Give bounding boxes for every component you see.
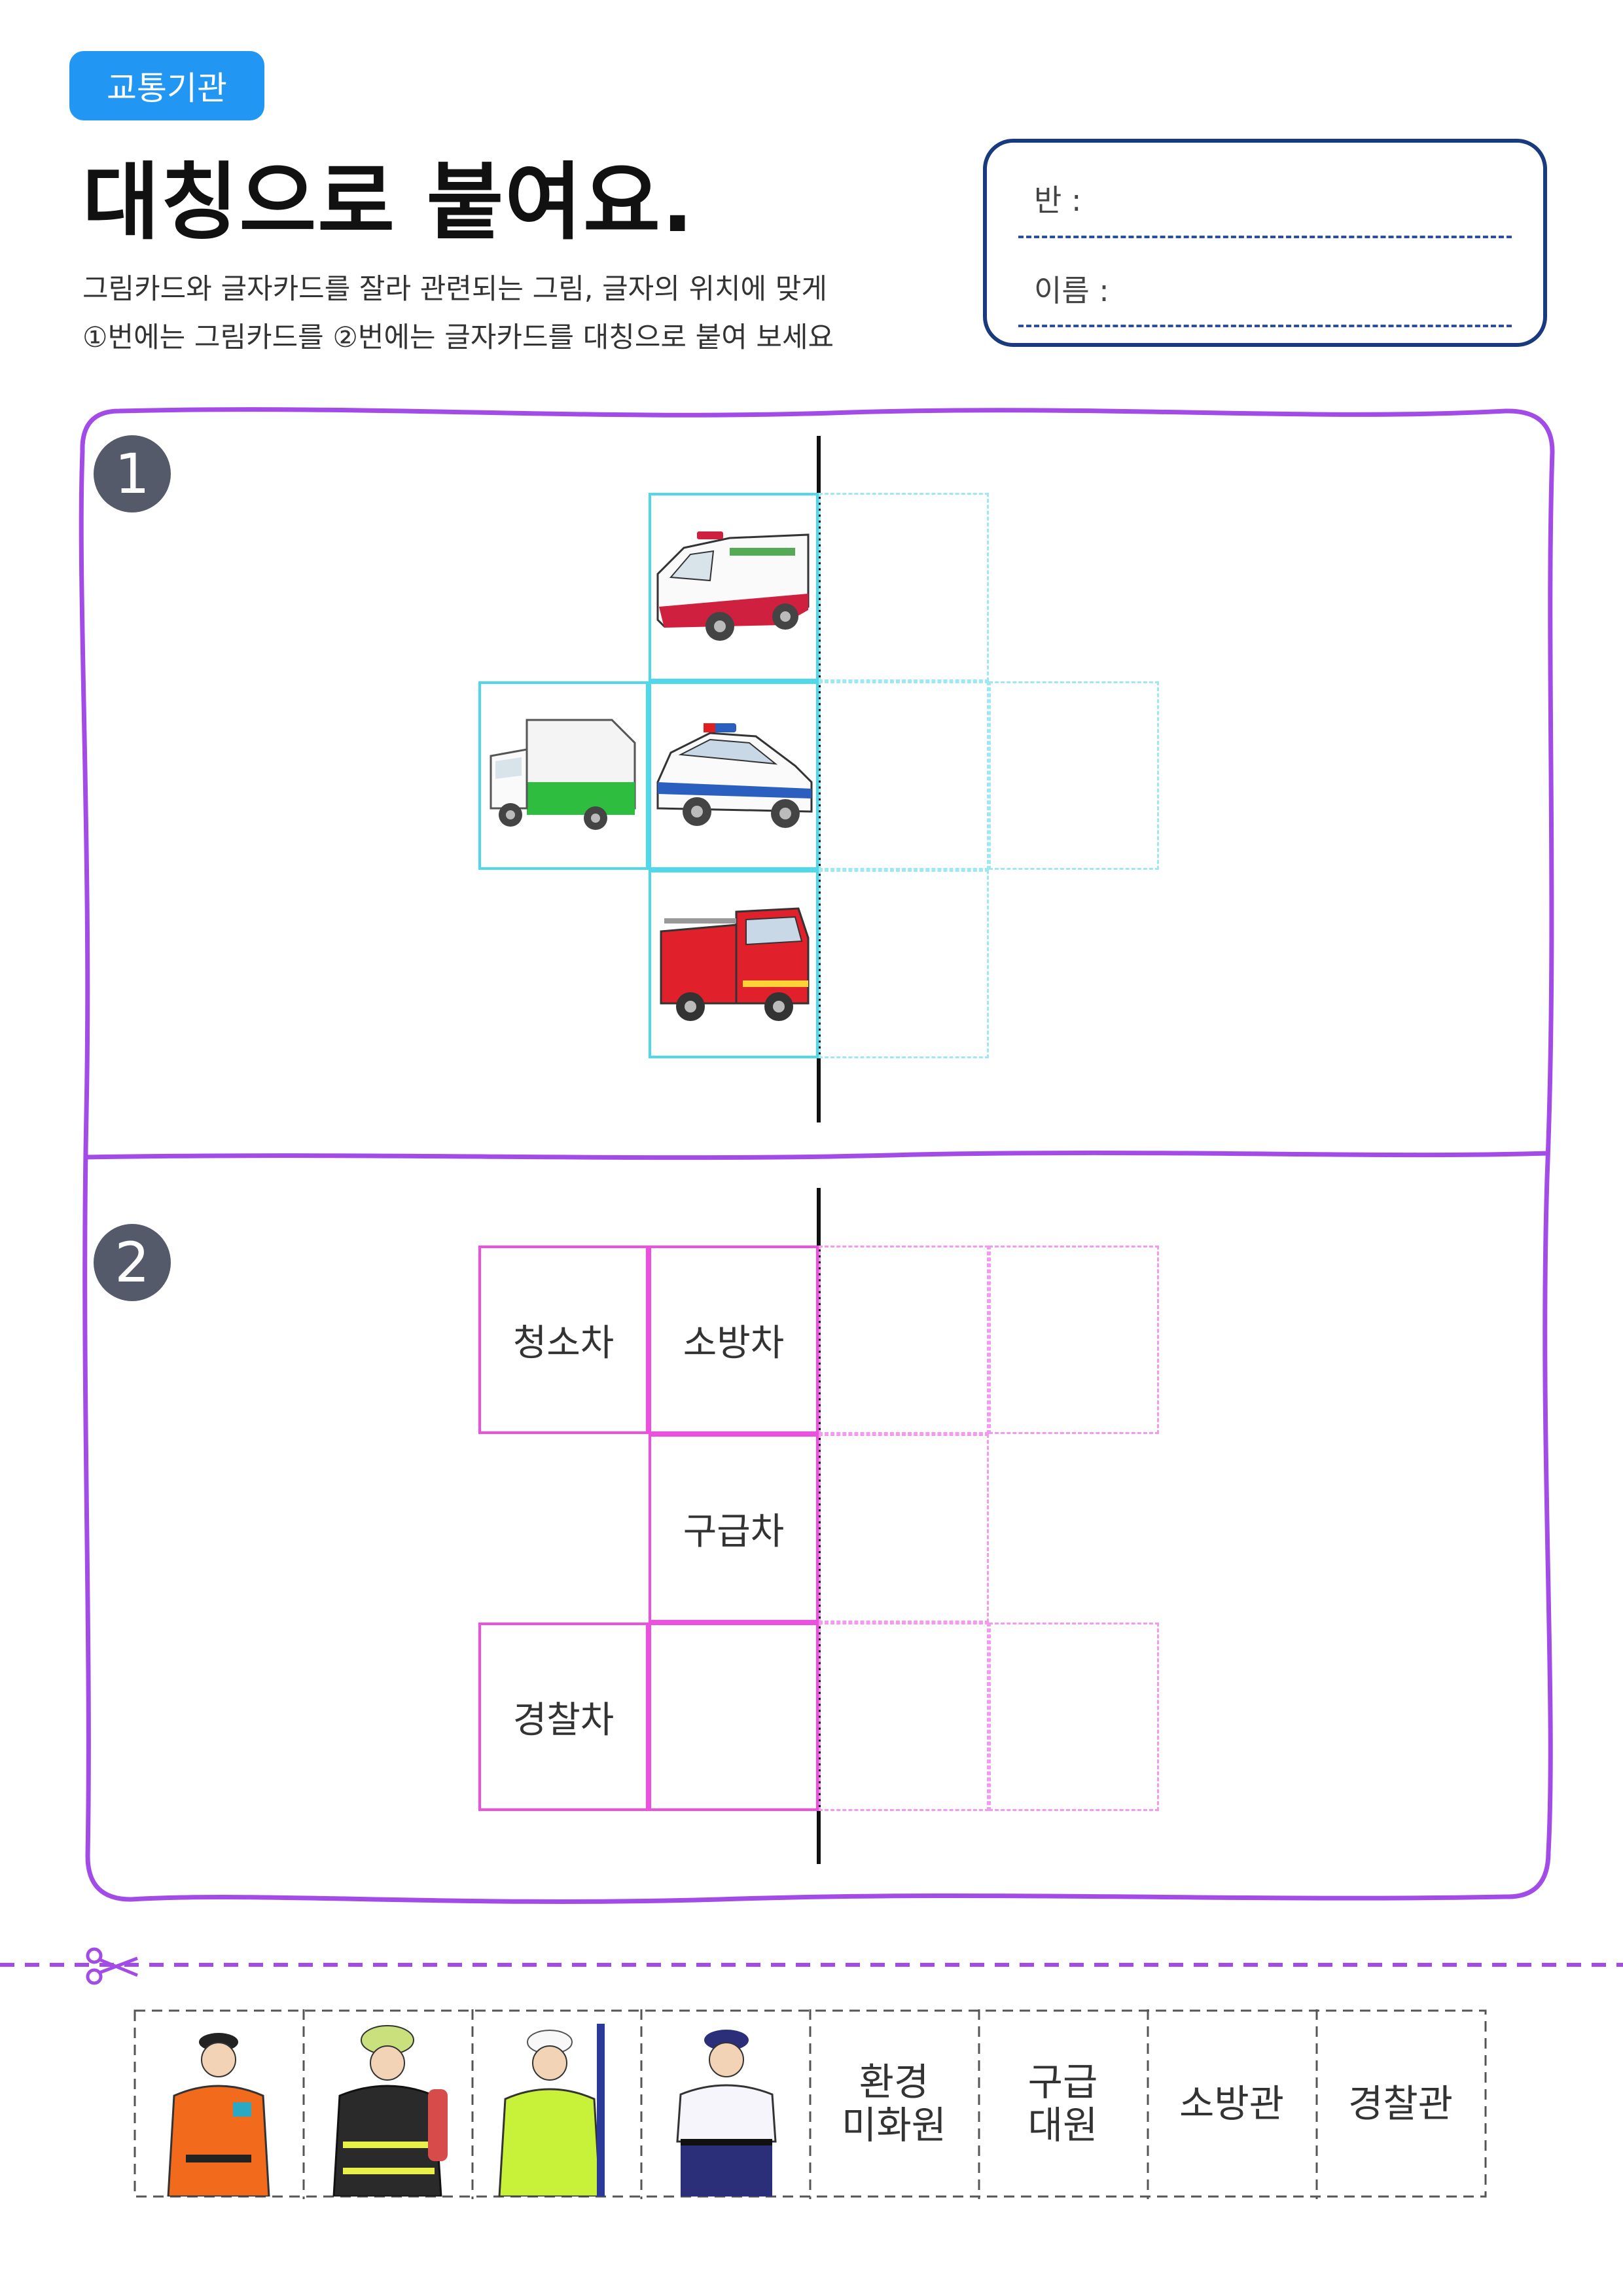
scissors-icon [86, 1947, 138, 1985]
garbage-truck-card [478, 681, 649, 870]
mirror-slot-middle[interactable] [819, 681, 989, 870]
text-mirror-slot-bottom-right[interactable] [989, 1623, 1159, 1811]
instruction-line-2: ①번에는 그림카드를 ②번에는 글자카드를 대칭으로 붙여 보세요 [82, 321, 834, 354]
firefighter-word-card[interactable]: 소방관 [1179, 2081, 1285, 2126]
police-officer-card[interactable] [641, 2011, 809, 2197]
police-officer-word-card[interactable]: 경찰관 [1347, 2081, 1454, 2126]
instruction-line-1: 그림카드와 글자카드를 잘라 관련되는 그림, 글자의 위치에 맞게 [82, 273, 827, 306]
firefighter-gear-image [332, 2025, 448, 2198]
firefighter-card[interactable] [135, 2011, 302, 2198]
cleaning-truck-card: 청소차 [478, 1246, 649, 1434]
ambulance-image [656, 531, 810, 641]
fire-truck-image [660, 907, 810, 1021]
mirror-slot-bottom[interactable] [819, 870, 989, 1058]
name-label: 이름 : [1034, 273, 1109, 308]
paramedic-word-line-1: 구급 [1027, 2060, 1098, 2104]
section-2-number: 2 [94, 1224, 171, 1301]
page-title: 대칭으로 붙여요. [82, 154, 695, 251]
paramedic-word-card[interactable]: 구급 대원 [979, 2011, 1147, 2197]
name-line [1018, 325, 1512, 327]
text-mirror-slot-top-right[interactable] [989, 1246, 1159, 1434]
firefighter-gear-card[interactable] [304, 2011, 471, 2198]
sanitation-worker-word-card[interactable]: 환경 미화원 [810, 2011, 978, 2197]
empty-text-card [649, 1623, 819, 1811]
section-1-number: 1 [94, 435, 171, 512]
frame-outline [79, 407, 1555, 1904]
text-mirror-slot-bottom[interactable] [819, 1623, 989, 1811]
mirror-slot-right[interactable] [989, 681, 1159, 870]
sanitation-worker-word-line-2: 미화원 [841, 2103, 947, 2147]
sanitation-worker-image [498, 2024, 605, 2198]
mirror-slot-top[interactable] [819, 493, 989, 681]
firefighter-image [167, 2033, 270, 2198]
police-car-card [649, 681, 819, 870]
text-mirror-slot-middle[interactable] [819, 1434, 989, 1623]
garbage-truck-image [490, 719, 636, 830]
ambulance-text-card: 구급차 [649, 1434, 819, 1623]
section-divider [84, 1150, 1549, 1160]
class-label: 반 : [1034, 183, 1082, 218]
sanitation-worker-word-line-1: 환경 [859, 2060, 929, 2104]
ambulance-card [649, 493, 819, 681]
police-car-text-card: 경찰차 [478, 1623, 649, 1811]
sanitation-worker-card[interactable] [473, 2011, 640, 2198]
fire-truck-text-card: 소방차 [649, 1246, 819, 1434]
cut-strip-grid [134, 2009, 1487, 2199]
text-mirror-slot-top[interactable] [819, 1246, 989, 1434]
police-officer-image [676, 2030, 777, 2197]
police-car-image [656, 723, 813, 828]
paramedic-word-line-2: 대원 [1027, 2103, 1098, 2147]
category-tag: 교통기관 [69, 51, 264, 120]
class-line [1018, 236, 1512, 238]
cut-line [0, 1947, 1623, 1985]
instructions: 그림카드와 글자카드를 잘라 관련되는 그림, 글자의 위치에 맞게 ①번에는 … [82, 265, 834, 362]
name-box: 반 : 이름 : [983, 139, 1547, 347]
fire-truck-card [649, 870, 819, 1058]
